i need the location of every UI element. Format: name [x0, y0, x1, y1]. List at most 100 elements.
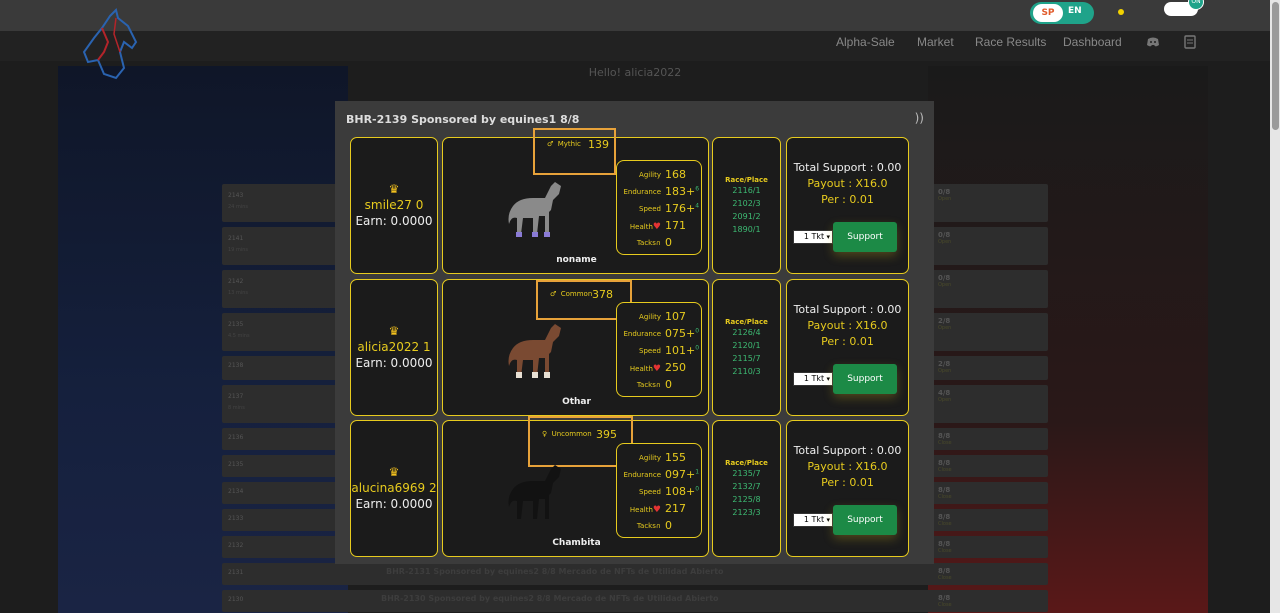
theme-toggle[interactable]: ON [1164, 0, 1204, 16]
crown-icon: ♛ [388, 465, 400, 479]
horse-logo-icon[interactable] [80, 8, 146, 80]
race-id: 2133 [228, 515, 244, 522]
stat-tacks: Tacks∩0 [636, 519, 672, 532]
rarity-badge: ♂ Common 378 [536, 280, 632, 320]
close-icon[interactable]: )) [914, 111, 924, 125]
heart-icon: ♥ [652, 505, 661, 515]
crown-icon: ♛ [388, 182, 400, 196]
support-button[interactable]: Support [833, 505, 897, 535]
race-place-label: Race/Place [725, 459, 768, 467]
per-ticket: Per : 0.01 [821, 335, 874, 348]
document-icon[interactable] [1183, 35, 1197, 49]
horseshoe-icon: ∩ [655, 239, 661, 247]
user-card: ♛ alucina6969 2 Earn: 0.0000 [350, 420, 438, 557]
scrollbar-thumb[interactable] [1272, 2, 1279, 130]
ticket-select[interactable]: 1 Tkt▾ [793, 372, 833, 386]
rarity-value: 139 [588, 138, 609, 151]
greeting: Hello! alicia2022 [588, 66, 682, 79]
per-ticket: Per : 0.01 [821, 193, 874, 206]
support-button[interactable]: Support [833, 364, 897, 394]
nav-race-results[interactable]: Race Results [975, 35, 1047, 49]
race-id: 2141 [228, 235, 244, 242]
user-name: alucina6969 2 [351, 481, 437, 495]
race-id: 2131 [228, 569, 244, 576]
user-card: ♛ smile27 0 Earn: 0.0000 [350, 137, 438, 274]
heart-icon: ♥ [652, 364, 661, 374]
race-place-label: Race/Place [725, 318, 768, 326]
horse-name: Othar [562, 397, 591, 407]
user-earn: Earn: 0.0000 [355, 497, 433, 511]
ticket-select[interactable]: 1 Tkt▾ [793, 230, 833, 244]
user-name: smile27 0 [364, 198, 424, 212]
race-id: 2138 [228, 362, 244, 369]
race-result: 2126/4 [732, 328, 761, 337]
payout: Payout : X16.0 [807, 460, 888, 473]
payout: Payout : X16.0 [807, 177, 888, 190]
gender-rarity-label: ♂ Mythic [547, 140, 581, 148]
page-scrollbar[interactable] [1270, 0, 1280, 613]
language-toggle[interactable]: SP EN [1030, 2, 1094, 24]
discord-icon[interactable] [1146, 35, 1160, 49]
lang-sp-option[interactable]: SP [1033, 4, 1063, 22]
modal-title: BHR-2139 Sponsored by equines1 8/8 [346, 113, 580, 126]
race-result: 2091/2 [732, 212, 761, 221]
rarity-badge: ♀ Uncommon 395 [528, 416, 633, 467]
race-id: 2137 [228, 393, 244, 400]
race-sponsor-modal: BHR-2139 Sponsored by equines1 8/8 )) ♛ … [335, 101, 934, 564]
nav-market[interactable]: Market [917, 35, 954, 49]
race-result: 2132/7 [732, 482, 761, 491]
support-button[interactable]: Support [833, 222, 897, 252]
race-place-label: Race/Place [725, 176, 768, 184]
nav-dashboard[interactable]: Dashboard [1063, 35, 1122, 49]
stat-health: Health♥217 [629, 502, 686, 515]
horse-name: noname [556, 255, 597, 265]
horse-image [508, 324, 561, 378]
race-time: 8 mins [228, 405, 245, 411]
stat-tacks: Tacks∩0 [636, 378, 672, 391]
total-support: Total Support : 0.00 [793, 303, 902, 316]
rarity-value: 395 [596, 428, 617, 441]
race-history-card: Race/Place 2135/7 2132/7 2125/8 2123/3 [712, 420, 781, 557]
user-card: ♛ alicia2022 1 Earn: 0.0000 [350, 279, 438, 416]
chevron-down-icon: ▾ [826, 375, 830, 383]
race-result: 2116/1 [732, 186, 761, 195]
user-earn: Earn: 0.0000 [355, 214, 433, 228]
race-result: 2110/3 [732, 367, 761, 376]
race-result: 2115/7 [732, 354, 761, 363]
race-time: 13 mins [228, 290, 248, 296]
horseshoe-icon: ∩ [655, 522, 661, 530]
race-id: 2135 [228, 321, 244, 328]
race-id: 2136 [228, 434, 244, 441]
race-result: 2123/3 [732, 508, 761, 517]
horseshoe-icon: ∩ [655, 381, 661, 389]
lang-en-option[interactable]: EN [1068, 6, 1082, 16]
nav-alpha-sale[interactable]: Alpha-Sale [836, 35, 895, 49]
race-id: 2130 [228, 596, 244, 603]
ticket-select[interactable]: 1 Tkt▾ [793, 513, 833, 527]
